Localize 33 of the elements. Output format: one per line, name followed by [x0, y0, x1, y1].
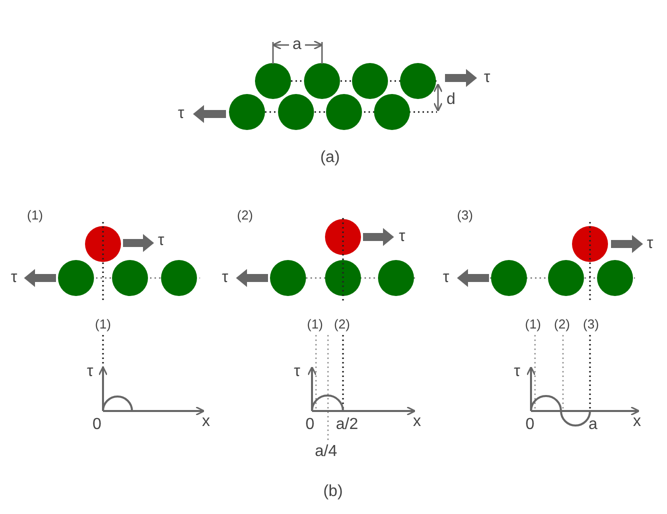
stress-symbol: τ: [646, 236, 654, 252]
step-label: (2): [237, 208, 253, 222]
step-label: (3): [583, 318, 599, 330]
step-label: (2): [334, 318, 350, 330]
step-label: (1): [95, 318, 111, 330]
axis-label: x: [633, 414, 641, 430]
stress-symbol: τ: [158, 233, 164, 249]
stress-symbol: τ: [442, 270, 450, 286]
stress-symbol: τ: [222, 270, 228, 286]
tick-label: a/2: [336, 417, 358, 433]
stress-symbol: τ: [178, 106, 184, 122]
panel-label: (b): [323, 484, 343, 500]
tick-label: a: [588, 417, 598, 433]
axis-label: x: [202, 414, 210, 430]
step-label: (1): [525, 318, 541, 330]
dimension-label: a: [292, 37, 302, 53]
panel-label: (a): [320, 150, 340, 166]
tick-label: 0: [526, 417, 534, 433]
tick-label: a/4: [314, 444, 338, 460]
dimension-label: d: [446, 92, 456, 108]
step-label: (2): [554, 318, 570, 330]
axis-label: τ: [294, 364, 300, 380]
axis-label: τ: [514, 364, 520, 380]
tick-label: 0: [306, 417, 314, 433]
step-label: (3): [457, 208, 473, 222]
tick-label: 0: [92, 417, 102, 433]
step-label: (1): [307, 318, 323, 330]
axis-label: x: [413, 414, 421, 430]
stress-symbol: τ: [10, 270, 18, 286]
stress-symbol: τ: [398, 229, 406, 245]
axis-label: τ: [86, 364, 94, 380]
stress-symbol: τ: [484, 70, 490, 86]
step-label: (1): [27, 208, 43, 222]
